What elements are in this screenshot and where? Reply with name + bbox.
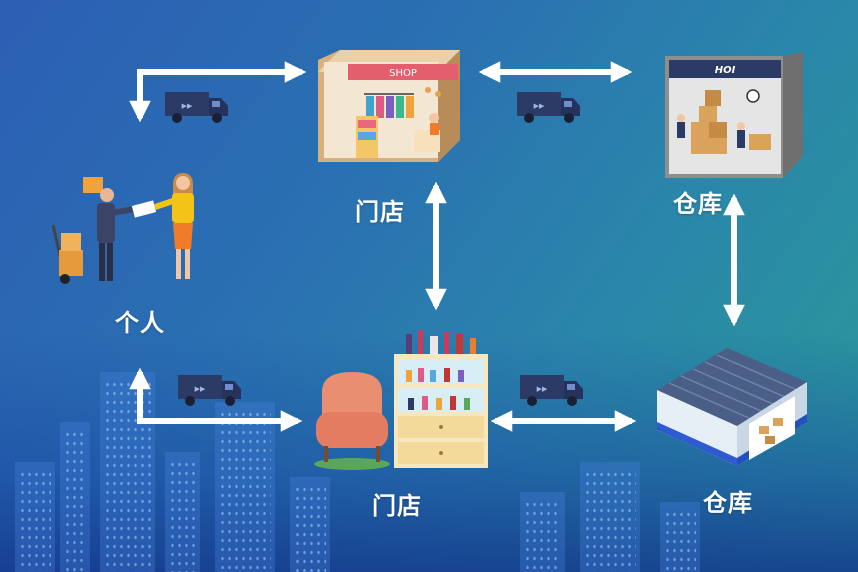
delivery-truck-icon: ▶▶ [178, 375, 241, 406]
person-handoff-icon [51, 173, 194, 284]
warehouse-workers-icon: HOI [665, 52, 803, 178]
cosmetics-shelf-icon [314, 330, 488, 470]
delivery-truck-icon: ▶▶ [517, 92, 580, 123]
node-label-person: 个人 [115, 309, 165, 337]
node-label-warehouse-bottom: 仓库 [703, 489, 753, 517]
svg-text:▶▶: ▶▶ [537, 385, 548, 393]
delivery-truck-icon: ▶▶ [165, 92, 228, 123]
node-label-warehouse-top: 仓库 [673, 190, 723, 218]
shop-box-icon: SHOP [318, 50, 460, 162]
shop-sign-text: SHOP [389, 68, 417, 79]
svg-text:▶▶: ▶▶ [534, 102, 545, 110]
svg-text:▶▶: ▶▶ [182, 102, 193, 110]
node-label-store-bottom: 门店 [372, 492, 422, 520]
arrow-person-to-store-top [129, 61, 307, 123]
svg-text:HOI: HOI [715, 65, 736, 76]
node-label-store-top: 门店 [355, 198, 405, 226]
warehouse-building-icon [657, 348, 807, 466]
arrow-person-to-store-bottom [129, 367, 303, 432]
delivery-truck-icon: ▶▶ [520, 375, 583, 406]
svg-text:▶▶: ▶▶ [195, 385, 206, 393]
